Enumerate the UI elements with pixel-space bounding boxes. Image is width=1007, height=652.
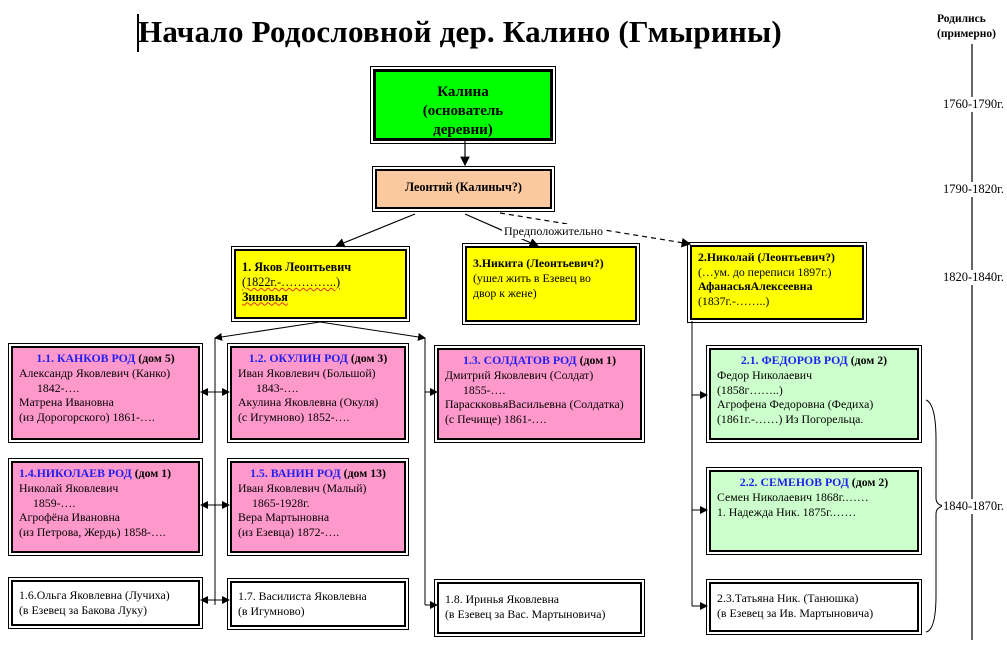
vanin-house: (дом 13) [343, 466, 386, 480]
fedorov-line-3: Агрофена Федоровна (Федиха) [717, 397, 874, 412]
vanin-line-1: Иван Яковлевич (Малый) [238, 480, 367, 495]
olga-line-1: 1.6.Ольга Яковлевна (Лучиха) [19, 588, 170, 602]
fedorov-title: 2.1. ФЕДОРОВ РОД [740, 353, 848, 367]
semenov-line-2: 1. Надежда Ник. 1875г.…… [717, 504, 857, 519]
kankov-line-1: Александр Яковлевич (Канко) [19, 365, 171, 380]
founder-line-1: Калина [437, 84, 489, 100]
kankov-line-2: 1842-…. [37, 380, 80, 395]
era-1790-1820: 1790-1820г. [942, 182, 1006, 197]
nikolaev-house: (дом 1) [134, 466, 172, 480]
page-title: Начало Родословной дер. Калино (Гмырины) [138, 14, 782, 49]
fedorov-line-4: (1861г.-……) Из Погорельца. [717, 412, 864, 427]
vanin-node: 1.5. ВАНИН РОД (дом 13) Иван Яковлевич (… [227, 458, 409, 556]
assumption-note: Предположительно [502, 224, 606, 239]
fedorov-line-2: (1858г……..) [717, 382, 783, 397]
semenov-node: 2.2. СЕМЕНОВ РОД (дом 2) Семен Николаеви… [706, 467, 922, 555]
fedorov-node: 2.1. ФЕДОРОВ РОД (дом 2) Федор Николаеви… [706, 345, 922, 443]
kankov-title: 1.1. КАНКОВ РОД [36, 351, 136, 365]
birth-header-line-1: Родились [937, 13, 986, 25]
soldatov-line-2: 1855-…. [463, 382, 506, 397]
nikolay-line-3: АфанасьяАлексеевна [698, 279, 813, 293]
irinya-line-2: (в Езевец за Вас. Мартыновича) [445, 606, 606, 621]
vasilista-line-2: (в Игумново) [238, 603, 305, 618]
text-cursor [137, 14, 139, 52]
fedorov-line-1: Федор Николаевич [717, 367, 813, 382]
vasilista-node: 1.7. Василиста Яковлевна (в Игумново) [227, 578, 409, 630]
kankov-line-4: (из Дорогорского) 1861-…. [19, 410, 155, 425]
vanin-line-2: 1865-1928г. [252, 495, 310, 510]
nikolaev-line-3: Агрофёна Ивановна [19, 510, 121, 525]
vanin-title: 1.5. ВАНИН РОД [250, 466, 341, 480]
nikolay-line-1: 2.Николай (Леонтьевич?) [698, 250, 835, 264]
okulin-line-3: Акулина Яковлевна (Окуля) [238, 395, 379, 410]
nikolay-line-2: (…ум. до переписи 1897г.) [698, 264, 832, 279]
kankov-node: 1.1. КАНКОВ РОД (дом 5) Александр Яковле… [8, 343, 203, 443]
vanin-line-4: (из Езевца) 1872-…. [238, 525, 340, 540]
semenov-line-1: Семен Николаевич 1868г.…… [717, 489, 869, 504]
yakov-node: 1. Яков Леонтьевич (1822г.-…………..) Зинов… [231, 246, 410, 322]
tatyana-line-1: 2.3.Татьяна Ник. (Танюшка) [717, 591, 859, 605]
soldatov-line-1: Дмитрий Яковлевич (Солдат) [445, 367, 594, 382]
era-1760-1790: 1760-1790г. [942, 97, 1006, 112]
birth-header: Родились (примерно) [937, 12, 996, 42]
founder-node: Калина (основатель деревни) [370, 66, 556, 144]
nikolay-node: 2.Николай (Леонтьевич?) (…ум. до перепис… [687, 242, 867, 323]
vasilista-line-1: 1.7. Василиста Яковлевна [238, 589, 367, 603]
soldatov-node: 1.3. СОЛДАТОВ РОД (дом 1) Дмитрий Яковле… [434, 345, 645, 443]
nikolaev-line-1: Николай Яковлевич [19, 480, 119, 495]
soldatov-line-4: (с Печище) 1861-…. [445, 412, 547, 427]
fedorov-house: (дом 2) [850, 353, 888, 367]
leonty-node: Леонтий (Калиныч?) [372, 166, 555, 212]
tatyana-line-2: (в Езевец за Ив. Мартыновича) [717, 605, 874, 620]
okulin-house: (дом 3) [350, 351, 388, 365]
soldatov-title: 1.3. СОЛДАТОВ РОД [462, 353, 577, 367]
leonty-label: Леонтий (Калиныч?) [405, 180, 522, 194]
kankov-house: (дом 5) [138, 351, 175, 365]
yakov-line-3: Зиновья [242, 289, 288, 304]
semenov-house: (дом 2) [851, 475, 889, 489]
olga-node: 1.6.Ольга Яковлевна (Лучиха) (в Езевец з… [8, 577, 203, 629]
irinya-line-1: 1.8. Иринья Яковлевна [445, 592, 559, 606]
semenov-title: 2.2. СЕМЕНОВ РОД [739, 475, 849, 489]
tatyana-node: 2.3.Татьяна Ник. (Танюшка) (в Езевец за … [706, 579, 922, 635]
nikita-line-1: 3.Никита (Леонтьевич?) [473, 256, 604, 270]
soldatov-house: (дом 1) [579, 353, 617, 367]
soldatov-line-3: ПараскковьяВасильевна (Солдатка) [445, 397, 624, 412]
nikolaev-node: 1.4.НИКОЛАЕВ РОД (дом 1) Николай Яковлев… [8, 458, 203, 556]
nikolaev-line-2: 1859-…. [33, 495, 76, 510]
irinya-node: 1.8. Иринья Яковлевна (в Езевец за Вас. … [434, 579, 645, 637]
era-1840-1870: 1840-1870г. [942, 499, 1006, 514]
okulin-line-1: Иван Яковлевич (Большой) [238, 365, 376, 380]
nikolay-line-4: (1837г.-……..) [698, 293, 770, 308]
okulin-line-2: 1843-…. [256, 380, 299, 395]
nikita-line-3: двор к жене) [473, 285, 537, 300]
vanin-line-3: Вера Мартыновна [238, 510, 330, 525]
okulin-node: 1.2. ОКУЛИН РОД (дом 3) Иван Яковлевич (… [227, 343, 409, 443]
olga-line-2: (в Езевец за Бакова Луку) [19, 602, 148, 617]
yakov-line-1: 1. Яков Леонтьевич [242, 260, 352, 274]
yakov-line-2: (1822г.-…………..) [242, 274, 341, 289]
founder-line-3: деревни) [433, 122, 493, 138]
era-1820-1840: 1820-1840г. [942, 270, 1006, 285]
birth-header-line-2: (примерно) [937, 28, 997, 40]
nikita-node: 3.Никита (Леонтьевич?) (ушел жить в Езев… [462, 243, 640, 325]
okulin-title: 1.2. ОКУЛИН РОД [248, 351, 348, 365]
founder-line-2: (основатель [422, 103, 504, 119]
nikita-line-2: (ушел жить в Езевец во [473, 270, 591, 285]
okulin-line-4: (с Игумново) 1852-…. [238, 410, 350, 425]
nikolaev-title: 1.4.НИКОЛАЕВ РОД [19, 466, 132, 480]
kankov-line-3: Матрена Ивановна [19, 395, 114, 410]
nikolaev-line-4: (из Петрова, Жердь) 1858-…. [19, 525, 166, 540]
